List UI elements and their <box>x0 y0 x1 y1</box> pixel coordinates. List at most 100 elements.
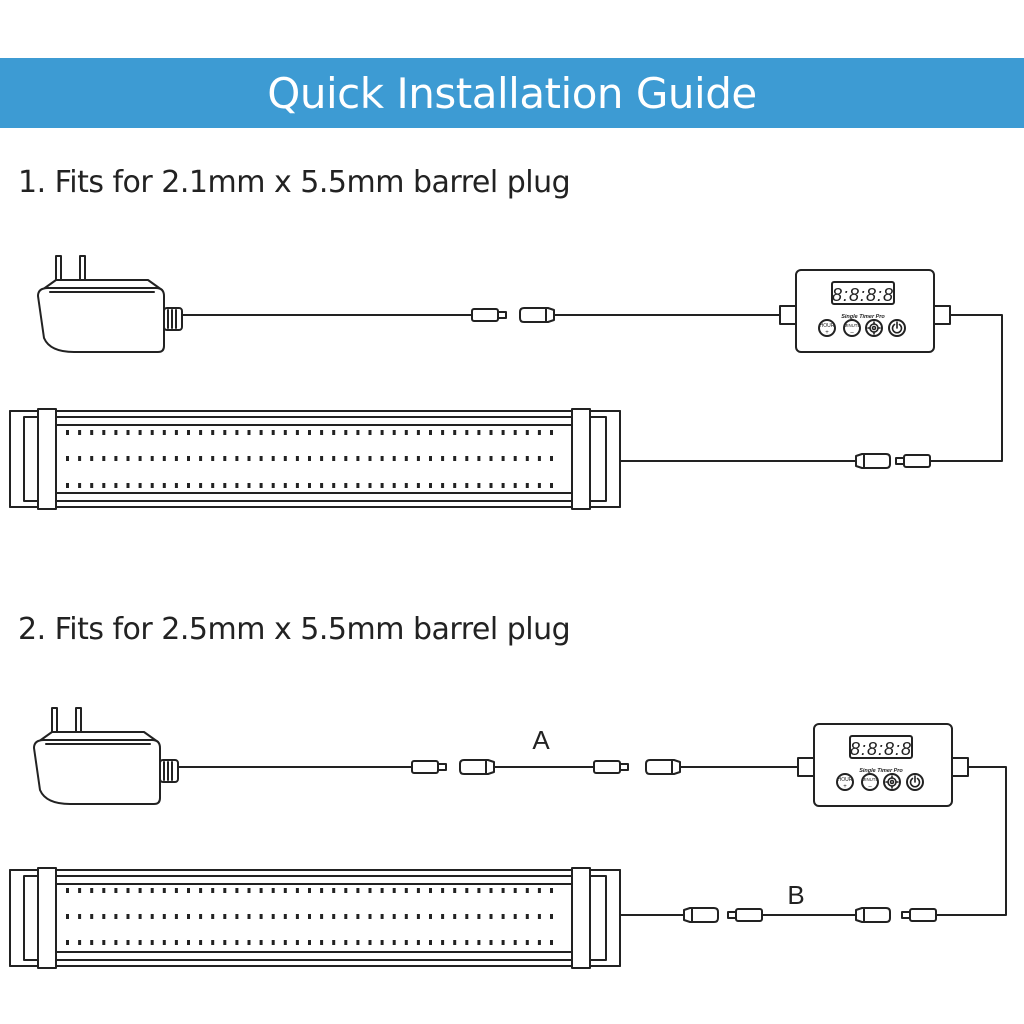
led-dot <box>477 483 481 488</box>
led-dot <box>356 888 360 893</box>
led-dot <box>271 483 275 488</box>
led-dot <box>356 456 360 461</box>
led-rows-2 <box>66 888 553 945</box>
led-dot <box>150 914 154 919</box>
led-dot <box>235 940 239 945</box>
minute-minus-sign-2: – <box>868 784 872 790</box>
led-dot <box>308 430 311 435</box>
led-dot <box>368 888 372 893</box>
led-dot <box>102 456 106 461</box>
led-dot <box>174 483 178 488</box>
led-dot <box>283 456 287 461</box>
led-dot <box>453 940 457 945</box>
led-dot <box>477 940 481 945</box>
led-dot <box>392 914 396 919</box>
led-dot <box>344 914 348 919</box>
led-dot <box>465 940 469 945</box>
led-dot <box>441 914 445 919</box>
led-dot <box>78 914 82 919</box>
led-dot <box>453 914 457 919</box>
led-dot <box>404 940 408 945</box>
led-dot <box>211 483 215 488</box>
led-dot <box>199 940 203 945</box>
led-dot <box>429 456 432 461</box>
led-dot <box>247 456 251 461</box>
led-dot <box>368 914 372 919</box>
led-dot <box>477 456 481 461</box>
led-dot <box>150 483 154 488</box>
led-dot <box>295 483 299 488</box>
led-dot <box>271 430 275 435</box>
led-dot <box>187 430 190 435</box>
led-light-bar-2 <box>9 867 621 969</box>
led-dot <box>320 914 324 919</box>
power-icon <box>891 321 903 334</box>
led-dot <box>66 483 69 488</box>
minute-button-label-2: MINUTE <box>862 777 879 782</box>
led-dot <box>223 430 227 435</box>
controller-input-socket-2 <box>645 759 681 775</box>
led-dot <box>283 430 287 435</box>
led-dot <box>477 430 481 435</box>
controller-output-port-2 <box>951 757 969 777</box>
controller-output-port-1 <box>933 305 951 325</box>
led-dot <box>199 888 203 893</box>
led-dot <box>162 430 166 435</box>
led-dot <box>102 430 106 435</box>
led-dot <box>501 940 505 945</box>
led-dot <box>344 430 348 435</box>
led-dot <box>537 483 541 488</box>
led-dot <box>90 456 94 461</box>
led-dot <box>416 430 420 435</box>
led-dot <box>404 430 408 435</box>
led-dot <box>271 456 275 461</box>
adapter-plug-1 <box>471 308 507 322</box>
led-dot <box>477 914 481 919</box>
led-dot <box>513 483 517 488</box>
led-dot <box>525 483 529 488</box>
led-dot <box>465 456 469 461</box>
led-dot <box>199 914 203 919</box>
led-dot <box>489 430 493 435</box>
led-dot <box>368 940 372 945</box>
timer-display-1: 8:8:8:8 <box>832 285 894 305</box>
timer-model-label-2: Single Timer Pro <box>859 768 903 774</box>
led-dot <box>66 430 69 435</box>
led-dot <box>174 888 178 893</box>
led-dot <box>247 430 251 435</box>
led-dot <box>416 888 420 893</box>
led-dot <box>489 940 493 945</box>
led-dot <box>453 888 457 893</box>
cable-a-label: A <box>532 725 550 755</box>
led-dot <box>441 483 445 488</box>
led-dot <box>174 914 178 919</box>
led-dot <box>78 456 82 461</box>
led-dot <box>489 888 493 893</box>
led-dot <box>501 456 505 461</box>
led-dot <box>429 940 432 945</box>
led-dot <box>465 430 469 435</box>
led-dot <box>199 483 203 488</box>
gear-icon <box>885 775 899 789</box>
led-dot <box>320 483 324 488</box>
led-dot <box>223 888 227 893</box>
led-dot <box>380 483 384 488</box>
led-dot <box>404 914 408 919</box>
led-dot <box>537 888 541 893</box>
led-dot <box>453 430 457 435</box>
led-dot <box>320 888 324 893</box>
led-dot <box>138 430 142 435</box>
led-dot <box>259 456 263 461</box>
led-dot <box>138 914 142 919</box>
led-dot <box>66 456 69 461</box>
led-dot <box>114 940 118 945</box>
led-dot <box>211 940 215 945</box>
led-dot <box>66 888 69 893</box>
extension-cable-a <box>459 759 629 775</box>
led-dot <box>187 914 190 919</box>
led-dot <box>332 483 336 488</box>
led-dot <box>271 940 275 945</box>
led-dot <box>187 456 190 461</box>
led-dot <box>550 914 553 919</box>
